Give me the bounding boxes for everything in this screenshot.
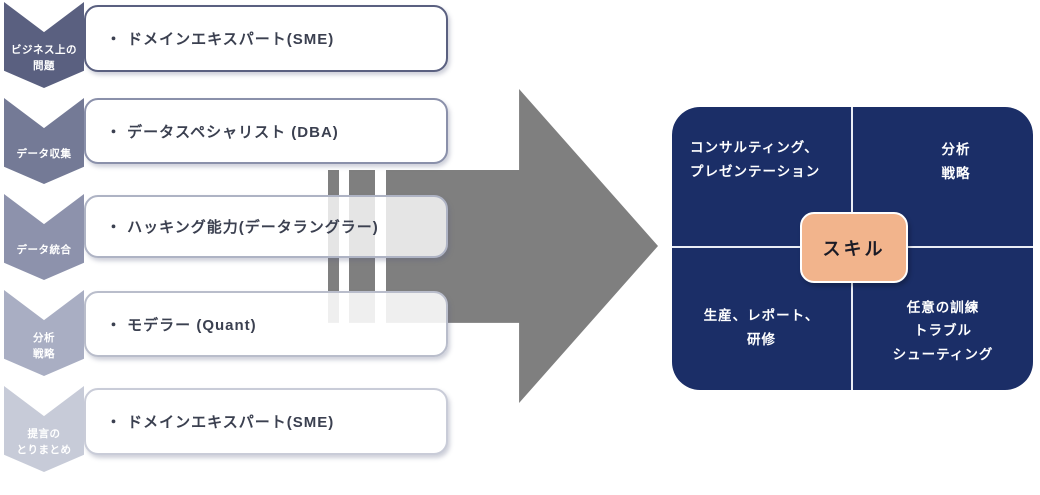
process-step-1-chevron: ビジネス上の 問題 [4, 2, 84, 88]
process-step-4-role-box: ・ モデラー (Quant) [84, 291, 448, 357]
process-step-1-stage-label: ビジネス上の 問題 [11, 43, 77, 72]
quadrant-top-left-label: コンサルティング、 プレゼンテーション [690, 139, 821, 179]
process-step-1-role-label: ・ ドメインエキスパート(SME) [106, 31, 335, 48]
process-step-5-stage-label: 提言の とりまとめ [16, 427, 72, 456]
quadrant-top-left: コンサルティング、 プレゼンテーション [672, 107, 851, 246]
process-step-2-chevron: データ収集 [4, 98, 84, 184]
process-step-3-stage-label: データ統合 [16, 243, 72, 256]
process-step-2-stage-label: データ収集 [16, 147, 72, 160]
process-step-3-role-box: ・ ハッキング能力(データラングラー) [84, 195, 448, 258]
process-step-2-role-box: ・ データスペシャリスト (DBA) [84, 98, 448, 164]
quadrant-top-right-label: 分析 戦略 [941, 141, 971, 181]
skills-quadrant-panel: コンサルティング、 プレゼンテーション 分析 戦略 生産、レポート、 研修 任意… [672, 107, 1033, 390]
process-step-1-role-box: ・ ドメインエキスパート(SME) [84, 5, 448, 72]
process-step-2-role-label: ・ データスペシャリスト (DBA) [106, 123, 339, 141]
process-step-5-role-label: ・ ドメインエキスパート(SME) [106, 414, 335, 431]
process-step-3-chevron: データ統合 [4, 194, 84, 280]
skill-center-label: スキル [822, 238, 886, 259]
quadrant-top-right: 分析 戦略 [853, 107, 1033, 246]
quadrant-bottom-left: 生産、レポート、 研修 [672, 248, 851, 390]
quadrant-bottom-right: 任意の訓練 トラブル シューティング [853, 248, 1033, 390]
quadrant-bottom-right-label: 任意の訓練 トラブル シューティング [892, 299, 994, 362]
process-step-4-role-label: ・ モデラー (Quant) [106, 316, 257, 334]
process-step-5-role-box: ・ ドメインエキスパート(SME) [84, 388, 448, 455]
process-step-4-stage-label: 分析 戦略 [33, 331, 55, 360]
skill-center-badge: スキル [800, 212, 908, 283]
process-step-4-chevron: 分析 戦略 [4, 290, 84, 376]
process-step-3-role-label: ・ ハッキング能力(データラングラー) [106, 219, 379, 236]
quadrant-bottom-left-label: 生産、レポート、 研修 [703, 308, 820, 347]
process-step-5-chevron: 提言の とりまとめ [4, 386, 84, 472]
